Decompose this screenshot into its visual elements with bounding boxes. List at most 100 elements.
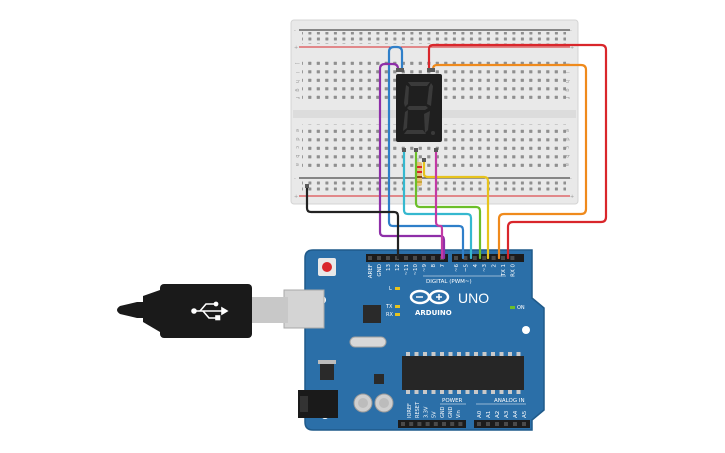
digital-pin-holes <box>368 256 515 260</box>
rail-bottom-minus-label: - <box>294 176 296 182</box>
row-letter: f <box>294 97 300 99</box>
chip-pin <box>440 352 444 356</box>
wire-end <box>422 158 426 162</box>
wire-end <box>431 68 435 72</box>
segment-g <box>407 106 428 110</box>
chip-pin <box>448 352 453 356</box>
chip-pin <box>457 390 461 394</box>
digital-pin-label: ~10 <box>413 264 419 276</box>
header-pin[interactable] <box>477 422 481 426</box>
header-pin[interactable] <box>454 256 458 260</box>
header-pin[interactable] <box>377 256 381 260</box>
header-pin[interactable] <box>425 422 430 426</box>
small-chip <box>374 374 384 384</box>
header-pin[interactable] <box>417 422 422 426</box>
wire-green <box>414 148 482 260</box>
header-pin[interactable] <box>510 256 515 260</box>
header-pin[interactable] <box>472 256 477 260</box>
analog-pin-label: A2 <box>495 411 501 418</box>
segment-c <box>424 111 430 133</box>
digital-pin-label: GND <box>377 264 383 277</box>
wire-end <box>402 148 406 152</box>
header-pin[interactable] <box>450 422 455 426</box>
header-pin[interactable] <box>522 422 526 426</box>
header-pin[interactable] <box>482 256 487 260</box>
row-letter: e <box>294 129 300 132</box>
row-letter: d <box>294 138 300 141</box>
row-letter: g <box>294 89 300 92</box>
header-pin[interactable] <box>409 422 414 426</box>
header-pin[interactable] <box>368 256 372 260</box>
wire-black <box>305 184 400 260</box>
row-letter: h <box>564 80 570 83</box>
header-pin[interactable] <box>458 422 463 426</box>
chip-pin <box>482 352 487 356</box>
atmega-chip <box>402 356 524 390</box>
power-pin-label: IOREF <box>407 403 413 418</box>
digital-pin-label: 13 <box>386 264 392 271</box>
row-letter: i <box>294 72 300 73</box>
chip-pin <box>406 352 410 356</box>
reset-button-cap[interactable] <box>322 262 332 272</box>
tx-label: TX <box>385 304 393 310</box>
row-letter: c <box>294 146 300 149</box>
chip-pin <box>499 352 504 356</box>
header-pin[interactable] <box>491 256 496 260</box>
header-pin[interactable] <box>413 256 417 260</box>
usb-b-port <box>283 289 325 329</box>
bottom-pin-holes <box>401 422 526 426</box>
seven-segment-display <box>396 74 442 142</box>
power-header <box>398 420 466 428</box>
chip-pin <box>448 390 453 394</box>
segment-a <box>408 82 430 86</box>
header-pin[interactable] <box>431 256 435 260</box>
header-pin[interactable] <box>404 256 408 260</box>
chip-pin <box>465 390 470 394</box>
segment-b <box>427 83 433 106</box>
header-pin[interactable] <box>433 422 438 426</box>
display-segments <box>403 82 435 135</box>
digital-pin-label: TX 1 <box>501 264 507 277</box>
power-header-label: POWER <box>442 398 463 404</box>
header-pin[interactable] <box>504 422 508 426</box>
header-pin[interactable] <box>495 422 499 426</box>
chip-pin <box>499 390 504 394</box>
header-pin[interactable] <box>501 256 505 260</box>
power-pin-label: Vin <box>456 410 462 418</box>
header-pin[interactable] <box>463 256 468 260</box>
row-letter: i <box>564 72 570 73</box>
segment-f <box>404 85 409 107</box>
analog-header <box>474 420 530 428</box>
analog-pin-label: A4 <box>513 410 519 418</box>
chip-pin <box>423 390 427 394</box>
chip-pin <box>457 352 461 356</box>
rail-top-minus-label-r: - <box>570 28 572 34</box>
header-pin[interactable] <box>386 256 390 260</box>
rail-bottom-holes <box>302 181 566 193</box>
digital-pin-label: 7 <box>440 264 446 268</box>
chip-pin <box>516 390 521 394</box>
segment-e <box>403 110 408 131</box>
wire-end <box>427 68 431 72</box>
power-pin-label: 3.3V <box>423 406 429 418</box>
chip-pins <box>406 352 521 394</box>
digital-pin-label: 12 <box>395 264 401 271</box>
header-pin[interactable] <box>401 422 405 426</box>
chip-pin <box>431 390 436 394</box>
header-pin[interactable] <box>422 256 426 260</box>
wire-end <box>396 68 400 72</box>
rail-top-holes <box>302 32 566 44</box>
row-letter: f <box>564 97 570 99</box>
wire-end <box>434 148 438 152</box>
header-pin[interactable] <box>486 422 490 426</box>
row-letter: c <box>564 146 570 149</box>
header-pin[interactable] <box>442 422 446 426</box>
header-pin[interactable] <box>513 422 517 426</box>
digital-pin-label: ~3 <box>482 264 488 273</box>
power-pin-label: GND <box>448 406 454 418</box>
row-letter: a <box>564 163 570 166</box>
chip-pin <box>491 390 495 394</box>
